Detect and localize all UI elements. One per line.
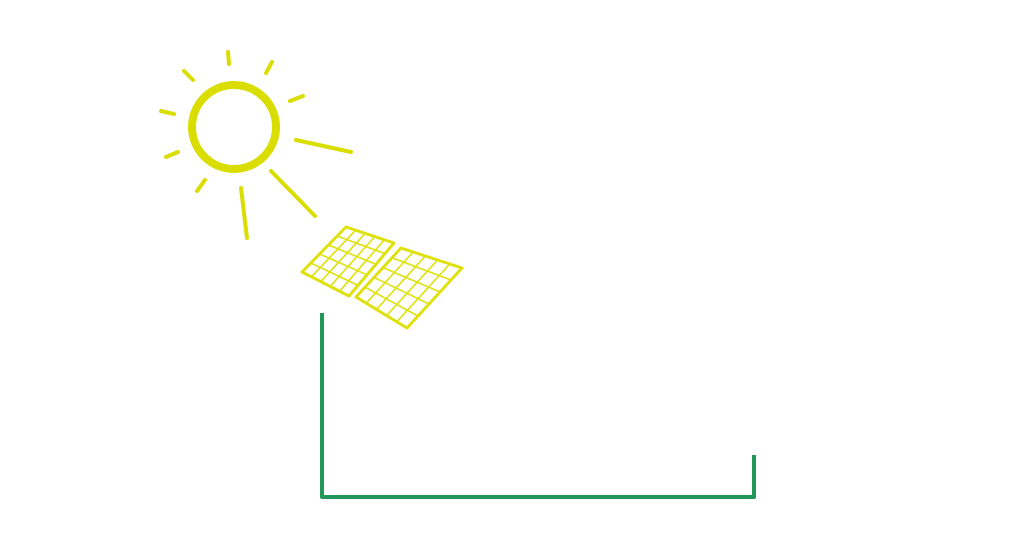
sun-ray (226, 50, 231, 66)
solar-panel-right (354, 246, 464, 330)
panel-frame (300, 225, 396, 298)
panel-grid-line (336, 235, 386, 255)
sun-ray (239, 186, 249, 240)
panel-grid-line (373, 276, 430, 305)
panel-grid-line (386, 259, 439, 317)
panel-grid-line (396, 263, 451, 323)
sun-ray (164, 150, 180, 159)
solar-panels (300, 225, 464, 330)
wire-line (320, 313, 756, 499)
sun-ray (159, 109, 176, 116)
panel-grid-line (338, 239, 386, 292)
sun-disc (188, 81, 280, 173)
sun-ray (294, 138, 353, 154)
panel-grid-line (375, 255, 426, 310)
sun-ray (264, 60, 274, 75)
panel-grid-line (391, 257, 452, 281)
solar-panel-left (300, 225, 396, 298)
sun-icon (159, 50, 353, 240)
panel-grid-line (328, 244, 377, 265)
sun-ray (195, 178, 207, 193)
panel-grid-line (310, 262, 359, 287)
sun-ray (269, 169, 317, 218)
wire-path (320, 313, 756, 499)
panel-grid-line (364, 286, 419, 317)
panel-frame (354, 246, 464, 330)
panel-grid-line (319, 253, 368, 276)
panel-grid-line (382, 266, 441, 293)
panel-grid-line (310, 229, 357, 278)
panel-grid-line (320, 232, 366, 283)
panel-grid-line (365, 251, 414, 304)
sun-ray (288, 94, 305, 103)
panel-grid-line (329, 236, 376, 287)
sun-ray (182, 69, 195, 82)
